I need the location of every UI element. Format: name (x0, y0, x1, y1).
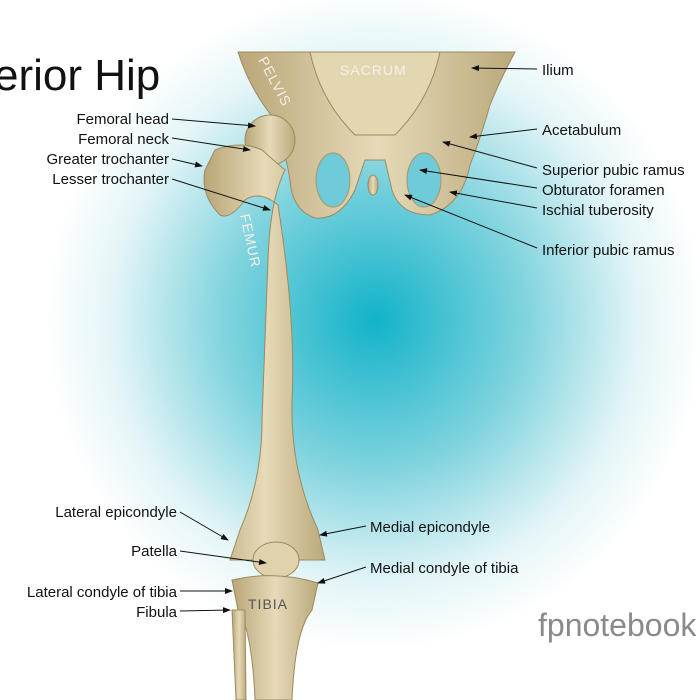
label-medial-condyle-tibia: Medial condyle of tibia (370, 560, 519, 577)
label-superior-pubic-ramus: Superior pubic ramus (542, 162, 685, 179)
femur-bone (203, 114, 326, 579)
label-greater-trochanter: Greater trochanter (46, 151, 169, 168)
label-lesser-trochanter: Lesser trochanter (52, 171, 169, 188)
pelvis-bone (237, 51, 516, 219)
label-inferior-pubic-ramus: Inferior pubic ramus (542, 242, 675, 259)
label-femoral-neck: Femoral neck (78, 131, 169, 148)
label-obturator-foramen: Obturator foramen (542, 182, 665, 199)
label-acetabulum: Acetabulum (542, 122, 621, 139)
label-medial-epicondyle: Medial epicondyle (370, 519, 490, 536)
label-ischial-tuberosity: Ischial tuberosity (542, 202, 654, 219)
label-femoral-head: Femoral head (76, 111, 169, 128)
label-lateral-epicondyle: Lateral epicondyle (55, 504, 177, 521)
leader-lines-right (317, 65, 538, 584)
sacrum-bone-label: SACRUM (340, 62, 407, 78)
leader-lines-left (171, 118, 271, 614)
label-patella: Patella (131, 543, 178, 560)
watermark: fpnotebook (538, 607, 697, 643)
tibia-bone-label: TIBIA (248, 596, 288, 612)
tibia-bone (231, 575, 319, 700)
label-ilium: Ilium (542, 62, 574, 79)
label-fibula: Fibula (136, 604, 178, 621)
page-title: erior Hip (0, 51, 160, 100)
label-lateral-condyle-tibia: Lateral condyle of tibia (27, 584, 178, 601)
